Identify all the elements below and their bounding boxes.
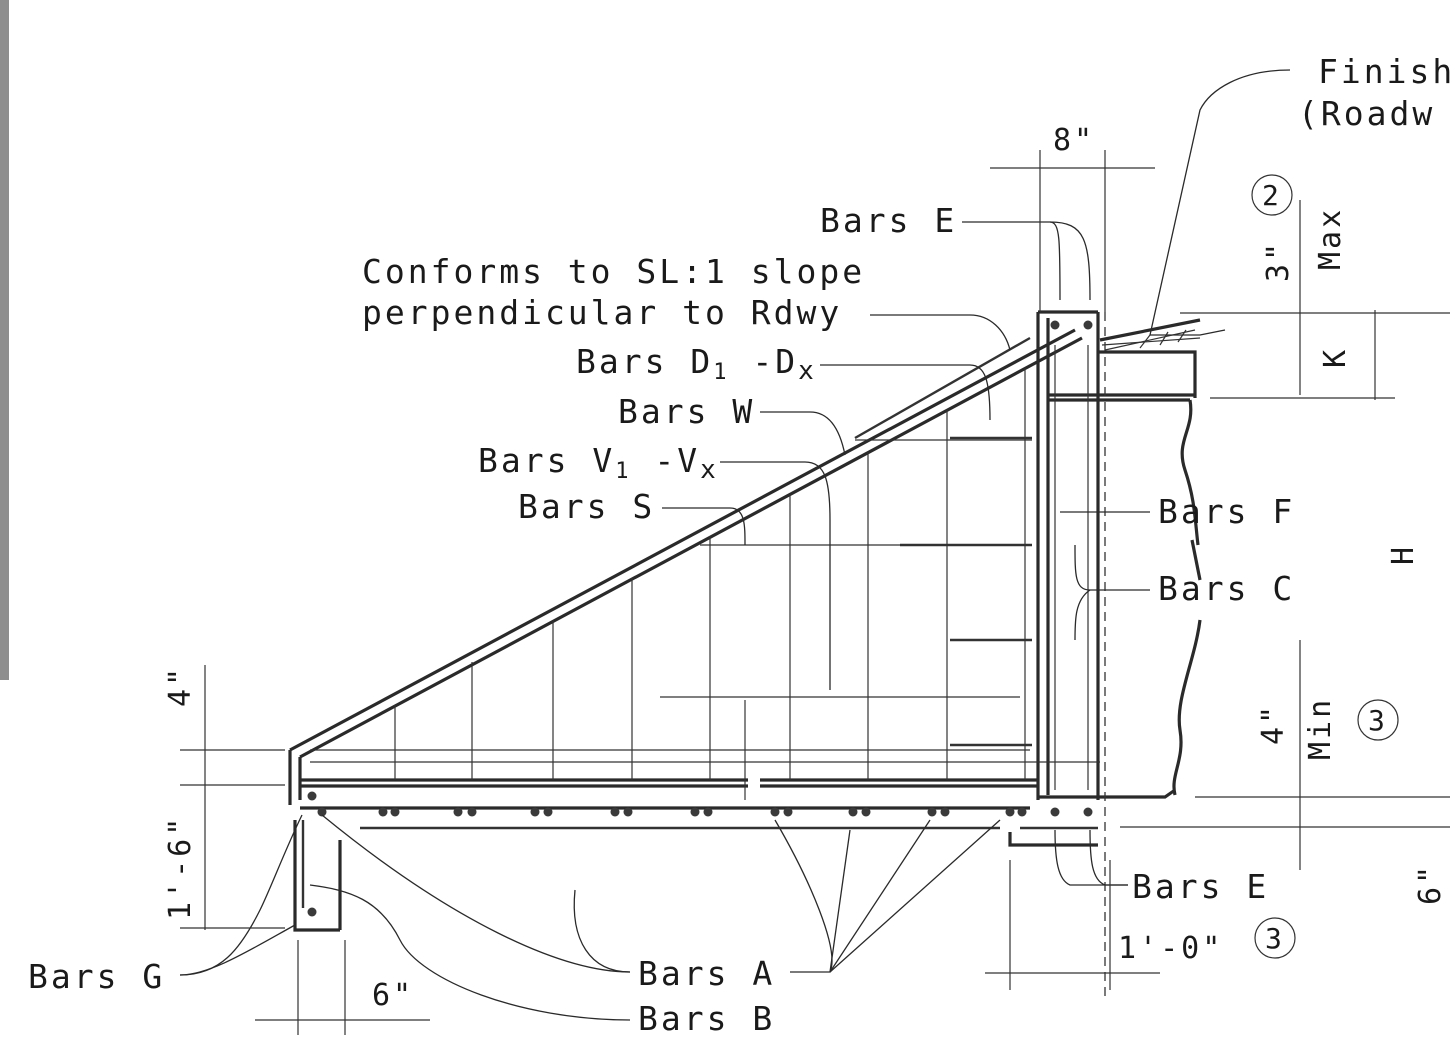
k-dimension: K: [1318, 347, 1353, 368]
bars-w: [310, 336, 1100, 763]
finish-label-line2: (Roadw: [1298, 94, 1435, 133]
conforms-note-line1: Conforms to SL:1 slope: [362, 252, 865, 291]
conforms-note-line2: perpendicular to Rdwy: [362, 293, 842, 332]
bars-w-label: Bars W: [618, 392, 755, 431]
bars-a-label: Bars A: [638, 954, 775, 993]
bars-v-dash: -V: [631, 441, 700, 480]
callout-3-upper: 3: [1357, 699, 1399, 741]
bars-s-label: Bars S: [518, 487, 655, 526]
bars-d-dash: -D: [729, 342, 798, 381]
top-width-dimension: 8": [1053, 123, 1095, 158]
h-dimension: H: [1386, 544, 1421, 565]
bars-b-label: Bars B: [638, 999, 775, 1038]
right-edge-dimension: 6": [1413, 863, 1448, 905]
bars-v-main: Bars V: [478, 441, 615, 480]
toe-dimension: 1'-0": [1118, 931, 1223, 966]
finish-grade: [1099, 318, 1226, 351]
left-depth-dimension: 1'-6": [163, 815, 198, 920]
max-word: Max: [1313, 207, 1348, 270]
bars-d-main: Bars D: [576, 342, 713, 381]
bars-d-label: Bars D1 -Dx: [576, 342, 817, 386]
sheet-border-strip: [0, 0, 9, 680]
callout-3-upper-text: 3: [1368, 704, 1388, 737]
callout-3-lower: 3: [1254, 917, 1296, 959]
max-height-dimension: 3": [1261, 240, 1296, 282]
callout-2: 2: [1251, 174, 1293, 216]
min-word: Min: [1303, 697, 1338, 760]
bars-s-horizontal: [660, 696, 1020, 800]
bottom-width-dimension: 6": [372, 978, 414, 1013]
callout-2-text: 2: [1262, 179, 1282, 212]
min-height-dimension: 4": [1256, 703, 1291, 745]
bars-d-subx: x: [798, 356, 817, 386]
bars-v-label: Bars V1 -Vx: [478, 441, 719, 485]
bars-f-label: Bars F: [1158, 492, 1295, 531]
bars-d-sub1: 1: [713, 360, 729, 385]
concrete-outline: [288, 310, 1202, 847]
bars-v-sub1: 1: [615, 459, 631, 484]
bars-c-label: Bars C: [1158, 569, 1295, 608]
left-top-dimension: 4": [163, 665, 198, 707]
bars-e-top-label: Bars E: [820, 201, 957, 240]
bars-g-label: Bars G: [28, 957, 165, 996]
bars-a-dots: [307, 320, 1093, 917]
bars-d-horizontal: [700, 436, 1032, 747]
leader-lines: [179, 69, 1291, 1021]
bars-v-subx: x: [700, 455, 719, 485]
bars-b-bottom: [293, 820, 1098, 932]
bars-e-bottom-label: Bars E: [1132, 867, 1269, 906]
finish-label-line1: Finish: [1318, 52, 1450, 91]
dimension-lines: [180, 150, 1450, 1035]
bars-v-vertical: [394, 368, 1026, 780]
callout-3-lower-text: 3: [1265, 922, 1285, 955]
